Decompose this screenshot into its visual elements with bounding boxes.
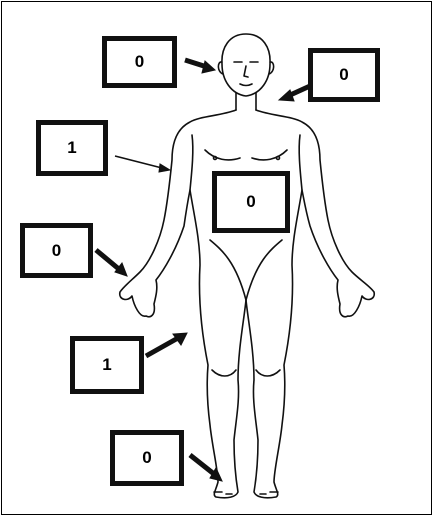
head-outline (222, 34, 270, 96)
label-box-chest-side: 1 (36, 120, 108, 176)
right-side-outline (246, 110, 374, 498)
arrow-foot (190, 455, 214, 474)
arrow-hand (96, 250, 120, 270)
arrow-chest-side (115, 156, 162, 168)
label-box-hand: 0 (20, 223, 93, 278)
label-box-abdomen: 0 (212, 171, 290, 233)
label-box-foot: 0 (110, 430, 184, 486)
label-box-thigh: 1 (70, 336, 144, 394)
label-box-neck: 0 (308, 48, 380, 102)
label-box-head: 0 (102, 36, 177, 88)
arrow-thigh (146, 338, 178, 356)
